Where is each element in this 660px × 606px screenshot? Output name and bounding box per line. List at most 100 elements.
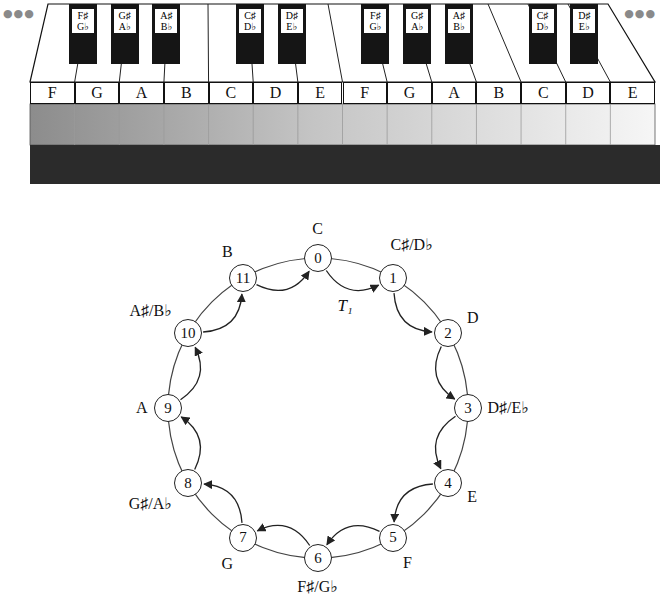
- white-key-label: D: [270, 85, 282, 101]
- white-key: G: [387, 82, 432, 104]
- arrow-connector: [394, 484, 433, 522]
- white-key: B: [476, 82, 521, 104]
- keyboard-base: [30, 145, 660, 184]
- black-key: C♯ D♭: [529, 4, 557, 64]
- white-key: A: [119, 82, 164, 104]
- pitch-class-circle: 10A♯/B♭: [174, 319, 202, 347]
- key-top-surface: [30, 4, 655, 82]
- black-key: G♯ A♭: [403, 4, 431, 64]
- note-name: F♯/G♭: [297, 578, 337, 596]
- key-divider: [528, 4, 566, 82]
- black-key-label: A♯ B♭: [448, 9, 470, 33]
- note-name: E: [467, 488, 477, 506]
- note-name: A: [136, 399, 148, 417]
- pitch-class-circle: 4E: [434, 469, 462, 497]
- note-name: D: [467, 309, 479, 327]
- arrow-connector: [435, 416, 455, 468]
- black-key: D♯ E♭: [570, 4, 598, 64]
- white-key: F: [343, 82, 388, 104]
- white-key: A: [432, 82, 477, 104]
- note-name: B: [222, 243, 233, 261]
- arrow-connector: [327, 526, 380, 545]
- arrow-connector: [204, 484, 242, 523]
- pitch-class-number: 1: [389, 271, 397, 286]
- white-key-label: E: [315, 85, 325, 101]
- face-divider: [253, 104, 254, 145]
- key-divider: [568, 4, 610, 82]
- white-key: C: [521, 82, 566, 104]
- pitch-class-circle: 7G: [229, 524, 257, 552]
- black-key-label: C♯ D♭: [239, 9, 261, 33]
- arrow-connector: [436, 347, 455, 400]
- face-dividers: [75, 104, 611, 145]
- black-key: A♯ B♭: [152, 4, 180, 64]
- pitch-class-number: 3: [464, 401, 472, 416]
- note-name: G: [221, 555, 233, 573]
- transposition-label: T₁: [335, 297, 354, 316]
- black-key: F♯ G♭: [69, 4, 97, 64]
- black-key-label: D♯ E♭: [573, 9, 595, 33]
- note-name: G♯/A♭: [129, 495, 172, 513]
- face-divider: [208, 104, 209, 145]
- white-key-label: F: [360, 85, 369, 101]
- pitch-class-circle: 8G♯/A♭: [174, 469, 202, 497]
- white-key-label: A: [448, 85, 460, 101]
- black-key-label: F♯ G♭: [364, 9, 386, 33]
- pitch-class-circle: 0C: [304, 244, 332, 272]
- pitch-class-circle: 3D♯/E♭: [454, 394, 482, 422]
- arrow-connector: [181, 417, 200, 470]
- white-key: F: [30, 82, 75, 104]
- ellipsis-dots: ●●●: [3, 7, 35, 20]
- pitch-class-number: 9: [164, 401, 172, 416]
- face-divider: [74, 104, 75, 145]
- pitch-class-number: 0: [314, 251, 322, 266]
- arrow-connector: [203, 294, 242, 332]
- black-key: A♯ B♭: [445, 4, 473, 64]
- pitch-class-circle: 2D: [434, 319, 462, 347]
- pitch-class-number: 10: [181, 326, 196, 341]
- white-key: E: [298, 82, 343, 104]
- key-divider: [328, 4, 343, 82]
- black-key-label: F♯ G♭: [72, 9, 94, 33]
- pitch-class-circle: 1C♯/D♭: [379, 264, 407, 292]
- pitch-class-circle: 11B: [229, 264, 257, 292]
- note-name: C♯/D♭: [390, 236, 432, 254]
- arrow-connector: [181, 347, 201, 399]
- pitch-class-number: 11: [236, 271, 250, 286]
- face-divider: [431, 104, 432, 145]
- face-divider: [342, 104, 343, 145]
- pitch-class-number: 5: [389, 530, 397, 545]
- black-key-label: G♯ A♭: [114, 9, 136, 33]
- white-key: C: [209, 82, 254, 104]
- note-name: C: [312, 220, 323, 238]
- white-key-label: G: [404, 85, 416, 101]
- pitch-class-number: 2: [444, 326, 452, 341]
- white-key-label: G: [91, 85, 103, 101]
- arrow-connector: [326, 271, 378, 291]
- white-key-label: B: [181, 85, 192, 101]
- white-key-label: A: [136, 85, 148, 101]
- white-key: D: [566, 82, 611, 104]
- face-divider: [476, 104, 477, 145]
- note-name: D♯/E♭: [488, 399, 529, 417]
- arrow-connector: [257, 271, 310, 290]
- white-key-label: C: [226, 85, 237, 101]
- pitch-class-circle: 9A: [154, 394, 182, 422]
- pitch-class-ring: [168, 258, 468, 558]
- key-dividers: [75, 4, 611, 82]
- face-divider: [565, 104, 566, 145]
- black-key: D♯ E♭: [278, 4, 306, 64]
- face-divider: [163, 104, 164, 145]
- white-key: G: [75, 82, 120, 104]
- note-name: A♯/B♭: [130, 302, 172, 320]
- pitch-class-number: 6: [314, 551, 322, 566]
- ellipsis-dots: ●●●: [624, 7, 656, 20]
- black-key: C♯ D♭: [236, 4, 264, 64]
- pitch-class-number: 8: [184, 476, 192, 491]
- white-key-label: B: [493, 85, 504, 101]
- black-key-label: A♯ B♭: [155, 9, 177, 33]
- black-key: G♯ A♭: [111, 4, 139, 64]
- pitch-class-circle: 5F: [379, 524, 407, 552]
- key-front-faces: [30, 104, 655, 145]
